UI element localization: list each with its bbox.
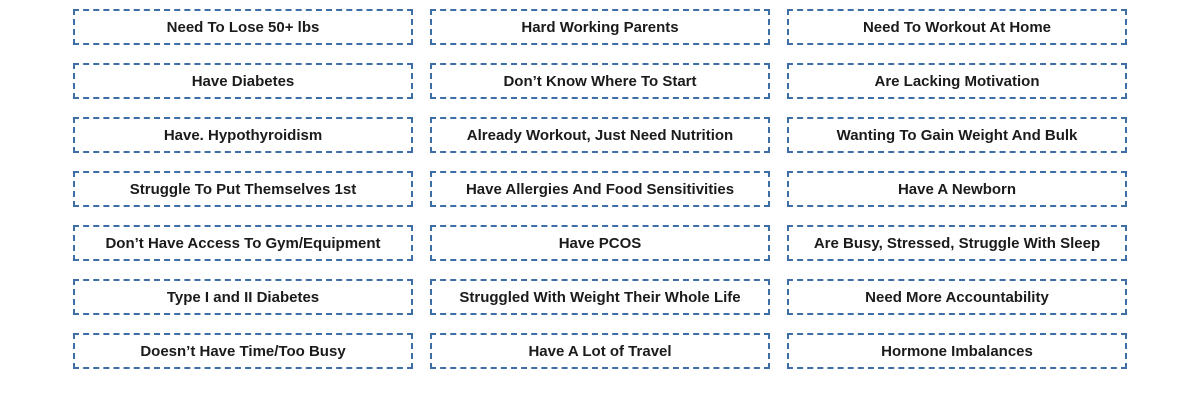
audience-grid: Need To Lose 50+ lbs Hard Working Parent… — [73, 9, 1127, 369]
audience-item-lose-50-lbs: Need To Lose 50+ lbs — [73, 9, 413, 45]
audience-item-put-themselves-first: Struggle To Put Themselves 1st — [73, 171, 413, 207]
audience-item-hormone-imbalances: Hormone Imbalances — [787, 333, 1127, 369]
audience-item-dont-know-where-to-start: Don’t Know Where To Start — [430, 63, 770, 99]
audience-item-weight-whole-life: Struggled With Weight Their Whole Life — [430, 279, 770, 315]
audience-item-need-nutrition: Already Workout, Just Need Nutrition — [430, 117, 770, 153]
audience-item-gain-weight-bulk: Wanting To Gain Weight And Bulk — [787, 117, 1127, 153]
audience-item-have-pcos: Have PCOS — [430, 225, 770, 261]
audience-item-lot-of-travel: Have A Lot of Travel — [430, 333, 770, 369]
audience-item-no-gym-access: Don’t Have Access To Gym/Equipment — [73, 225, 413, 261]
audience-item-have-diabetes: Have Diabetes — [73, 63, 413, 99]
audience-item-need-accountability: Need More Accountability — [787, 279, 1127, 315]
audience-item-busy-stressed-sleep: Are Busy, Stressed, Struggle With Sleep — [787, 225, 1127, 261]
audience-item-workout-at-home: Need To Workout At Home — [787, 9, 1127, 45]
audience-item-hard-working-parents: Hard Working Parents — [430, 9, 770, 45]
audience-item-have-newborn: Have A Newborn — [787, 171, 1127, 207]
audience-item-no-time-busy: Doesn’t Have Time/Too Busy — [73, 333, 413, 369]
audience-item-lacking-motivation: Are Lacking Motivation — [787, 63, 1127, 99]
audience-item-hypothyroidism: Have. Hypothyroidism — [73, 117, 413, 153]
audience-item-allergies-sensitivities: Have Allergies And Food Sensitivities — [430, 171, 770, 207]
audience-item-type-1-2-diabetes: Type I and II Diabetes — [73, 279, 413, 315]
